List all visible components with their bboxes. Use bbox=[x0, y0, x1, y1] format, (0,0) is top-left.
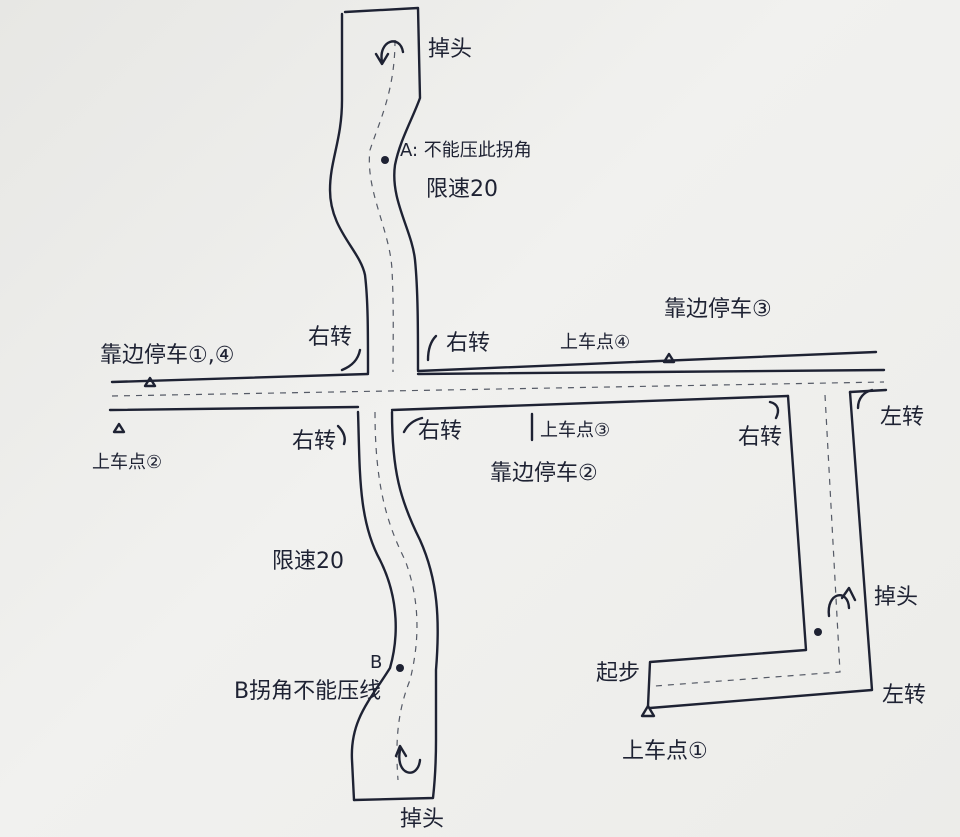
bottom-uturn-arrow-icon bbox=[398, 748, 422, 774]
point-a-marker bbox=[381, 156, 389, 164]
right-turn-arrow-3-icon bbox=[336, 424, 346, 446]
speed-top-label: 限速20 bbox=[426, 177, 498, 202]
right-loop-inner-right bbox=[646, 394, 808, 708]
pickup-4-triangle-icon bbox=[662, 352, 676, 364]
right-uturn-arrow-icon bbox=[827, 594, 851, 618]
right-uturn-arrowhead bbox=[840, 586, 857, 602]
start-triangle-icon bbox=[640, 704, 656, 718]
left-turn-arrow-1-icon bbox=[856, 388, 874, 410]
right-turn-arrow-1-icon bbox=[340, 348, 362, 372]
main-road-top-edge-right bbox=[416, 350, 878, 373]
right-turn-5-label: 右转 bbox=[738, 425, 782, 450]
main-road-centerline bbox=[111, 381, 885, 397]
right-turn-1-label: 右转 bbox=[308, 325, 352, 350]
main-road-bottom-edge-left bbox=[108, 405, 360, 412]
speed-bottom-label: 限速20 bbox=[272, 549, 344, 574]
right-loop-centerline bbox=[654, 394, 841, 687]
right-turn-4-label: 右转 bbox=[418, 419, 462, 444]
bottom-road-left-edge bbox=[350, 410, 397, 802]
right-turn-2-label: 右转 bbox=[446, 331, 490, 356]
main-road-top-edge-left bbox=[110, 372, 370, 384]
bottom-road-centerline bbox=[374, 411, 418, 781]
start-label: 起步 bbox=[596, 661, 640, 686]
pickup-2-label: 上车点② bbox=[92, 452, 162, 473]
park-2-label: 靠边停车② bbox=[490, 461, 598, 486]
top-uturn-arrowhead bbox=[374, 52, 390, 66]
right-loop-marker bbox=[814, 628, 822, 636]
park-1-4-label: 靠边停车①,④ bbox=[100, 343, 234, 368]
point-b-marker bbox=[396, 664, 404, 672]
right-turn-arrow-4-icon bbox=[402, 416, 424, 434]
left-turn-1-label: 左转 bbox=[880, 405, 924, 430]
uturn-right-label: 掉头 bbox=[874, 585, 918, 610]
note-b-label: B拐角不能压线 bbox=[234, 679, 381, 704]
pickup-3-label: 上车点③ bbox=[540, 420, 610, 441]
top-road-centerline bbox=[368, 39, 396, 373]
park-1-4-triangle-icon bbox=[143, 376, 157, 388]
bottom-uturn-arrowhead bbox=[394, 744, 408, 758]
bottom-road-right-edge bbox=[352, 410, 439, 802]
left-turn-2-label: 左转 bbox=[882, 683, 926, 708]
right-turn-arrow-5-icon bbox=[768, 400, 780, 420]
right-loop-outer-right bbox=[648, 390, 874, 710]
uturn-bottom-label: 掉头 bbox=[400, 807, 444, 832]
top-road-right-edge bbox=[343, 6, 422, 372]
pickup-1-label: 上车点① bbox=[622, 739, 708, 764]
park-3-label: 靠边停车③ bbox=[664, 297, 772, 322]
top-road-left-edge bbox=[328, 12, 370, 375]
pickup-2-triangle-icon bbox=[112, 422, 126, 434]
pickup-4-label: 上车点④ bbox=[560, 332, 630, 353]
uturn-top-label: 掉头 bbox=[428, 37, 472, 62]
point-b-label: B bbox=[370, 652, 382, 673]
main-road-bottom-edge-mid bbox=[390, 394, 790, 412]
right-turn-3-label: 右转 bbox=[292, 429, 336, 454]
top-uturn-arrow-icon bbox=[380, 40, 405, 64]
note-a-label: A: 不能压此拐角 bbox=[400, 140, 532, 161]
right-turn-arrow-2-icon bbox=[426, 334, 438, 362]
main-road-far-top-edge bbox=[416, 368, 886, 376]
